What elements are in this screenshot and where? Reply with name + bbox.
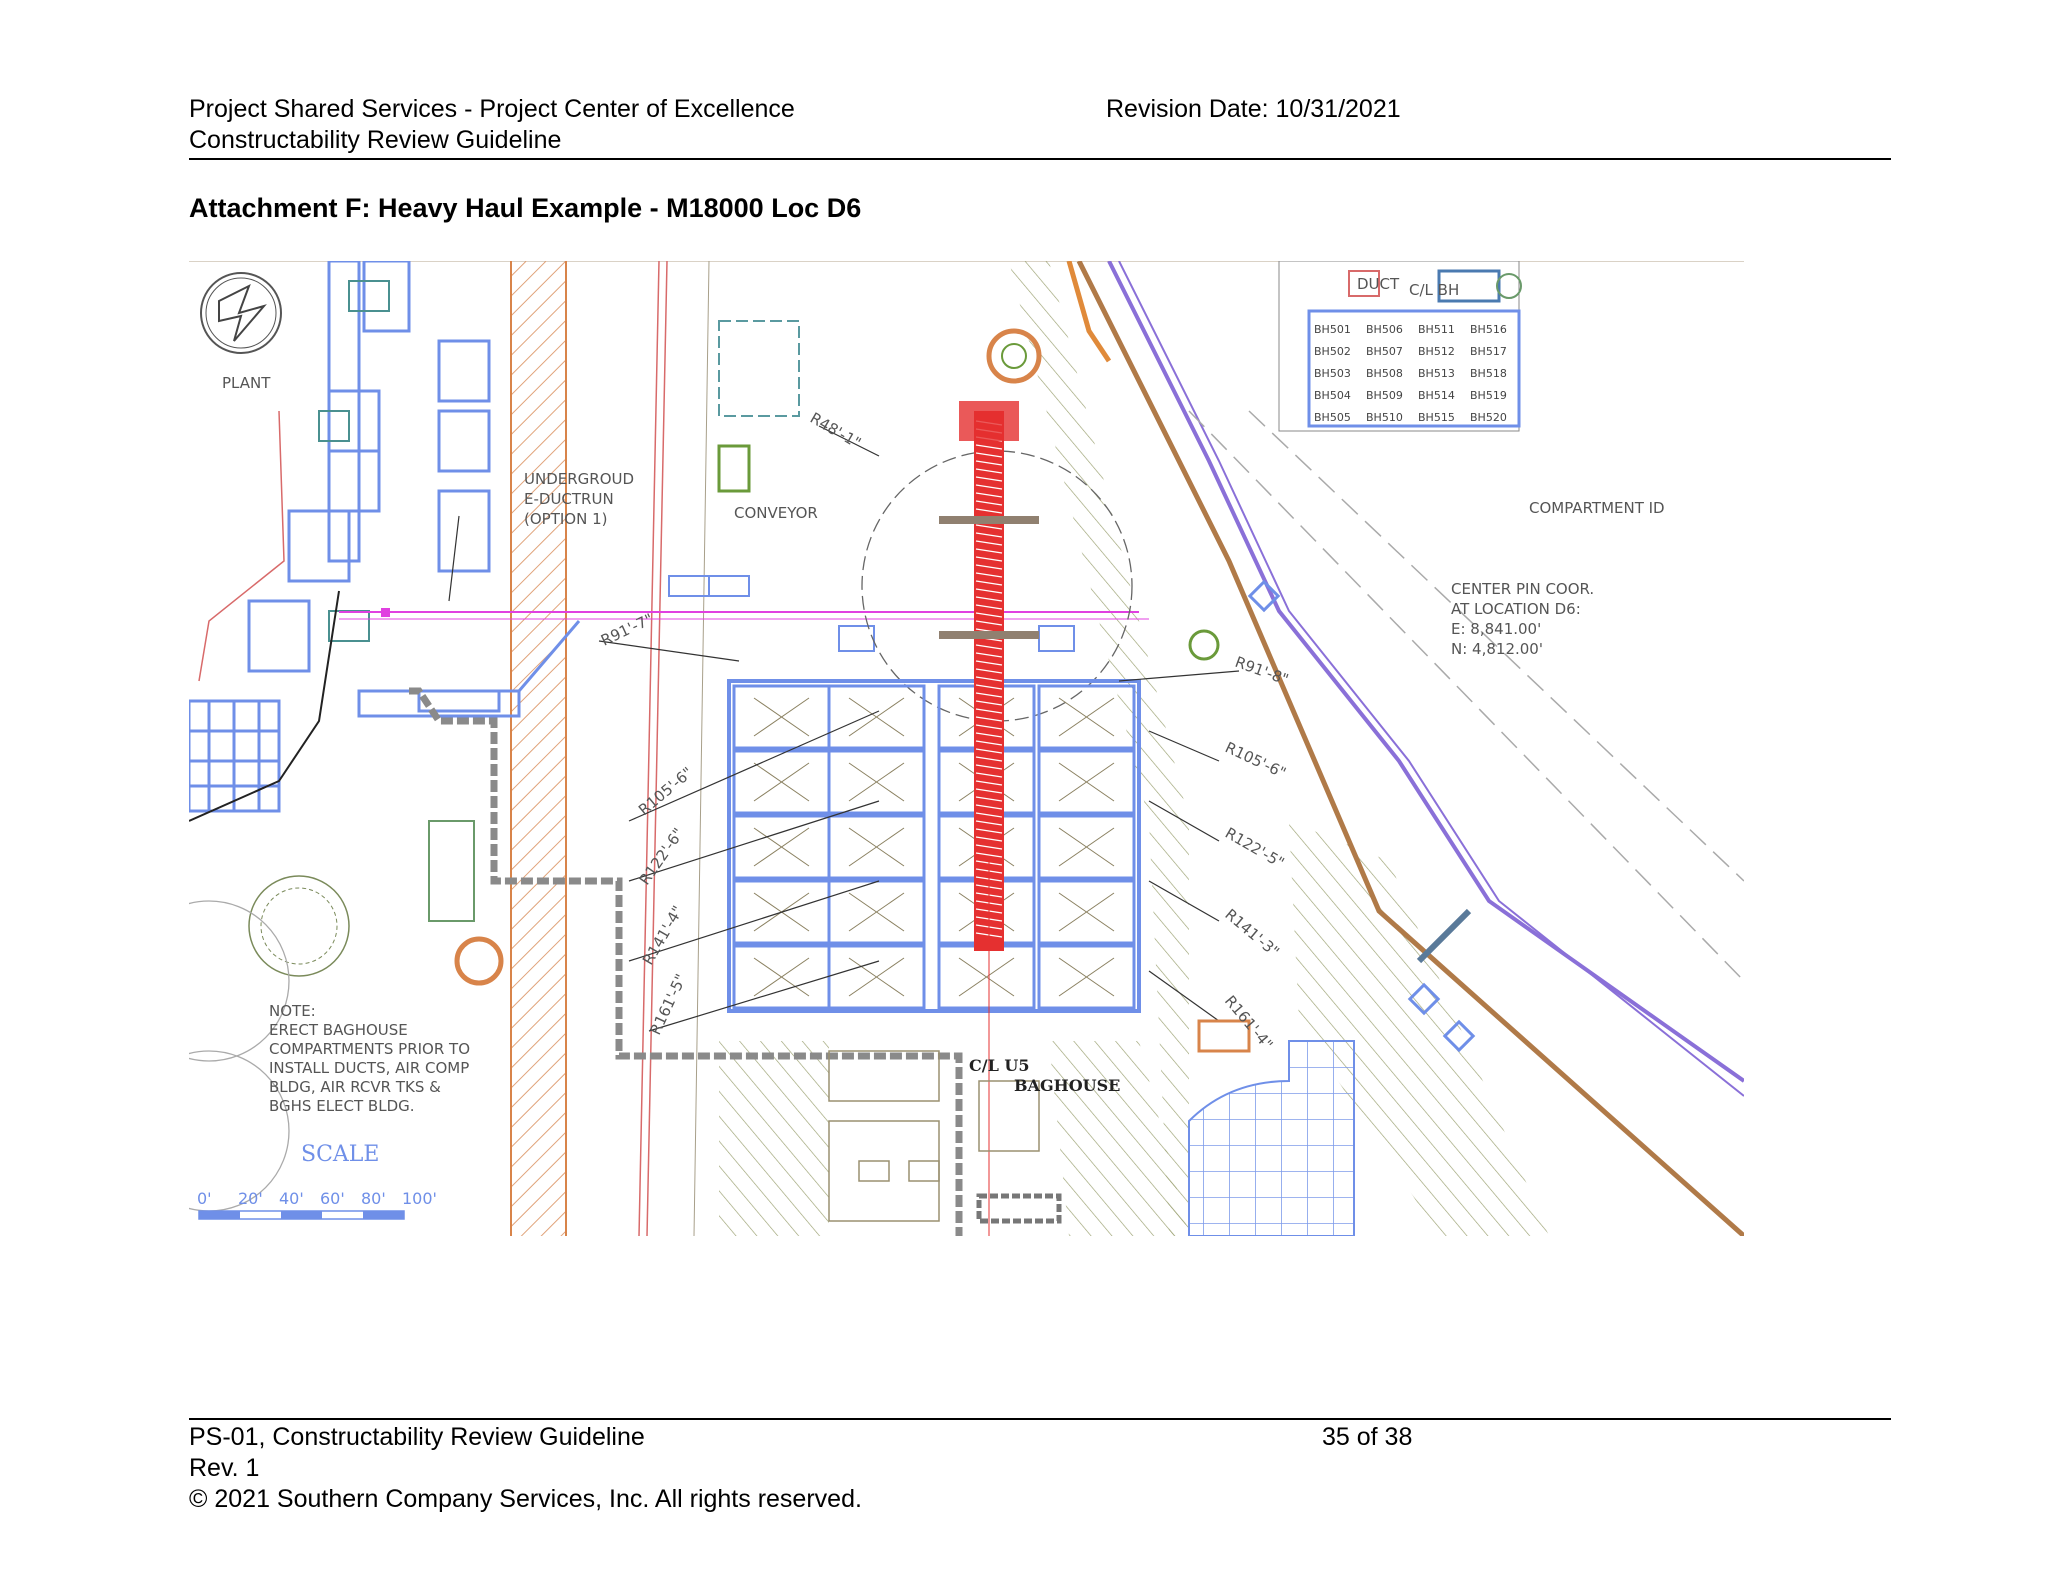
legend-cl-bh: C/L BH: [1409, 281, 1459, 299]
compartment-label: BH507: [1366, 345, 1403, 358]
plant-structures: [189, 261, 581, 813]
note-2: ERECT BAGHOUSE: [269, 1021, 408, 1039]
center-pin-3: E: 8,841.00': [1451, 620, 1541, 638]
note-1: NOTE:: [269, 1002, 316, 1020]
baghouse-cell: [827, 814, 926, 880]
compartment-label: BH503: [1314, 367, 1351, 380]
baghouse-cell: [1037, 944, 1136, 1010]
compartment-label: BH502: [1314, 345, 1351, 358]
compartment-id-table: [1278, 261, 1522, 432]
embankment-hatch: [1009, 261, 1189, 1236]
compartment-label: BH518: [1470, 367, 1507, 380]
legend-duct: DUCT: [1357, 275, 1400, 293]
center-pin-1: CENTER PIN COOR.: [1451, 580, 1594, 598]
header-subtitle: Constructability Review Guideline: [189, 126, 562, 154]
baghouse-cell: [1037, 879, 1136, 945]
scale-tick-label: 60': [320, 1189, 345, 1208]
radius-label: R122'-5": [1222, 824, 1287, 872]
duct-note-3: (OPTION 1): [524, 510, 607, 528]
baghouse-cell: [1037, 684, 1136, 750]
baghouse-cell: [1037, 814, 1136, 880]
compartment-label: BH514: [1418, 389, 1455, 402]
compartment-label: BH520: [1470, 411, 1507, 424]
compartment-label: BH501: [1314, 323, 1351, 336]
baghouse-compartment-grid: [727, 679, 1141, 1013]
compartment-label: BH512: [1418, 345, 1455, 358]
baghouse-label: BAGHOUSE: [1014, 1076, 1120, 1095]
radius-label: R48'-1": [807, 409, 864, 452]
compartment-label: BH505: [1314, 411, 1351, 424]
radius-label: R141'-3": [1221, 905, 1282, 961]
center-pin-4: N: 4,812.00': [1451, 640, 1543, 658]
revision-date: Revision Date: 10/31/2021: [1106, 95, 1401, 123]
radius-label: R105'-6": [1222, 738, 1289, 782]
compartment-label: BH506: [1366, 323, 1403, 336]
baghouse-cell: [827, 684, 926, 750]
baghouse-cell: [827, 879, 926, 945]
compartment-label: BH509: [1366, 389, 1403, 402]
note-3: COMPARTMENTS PRIOR TO: [269, 1040, 470, 1058]
baghouse-cell: [1037, 749, 1136, 815]
note-4: INSTALL DUCTS, AIR COMP: [269, 1059, 469, 1077]
duct-note-1: UNDERGROUD: [524, 470, 634, 488]
compartment-label: BH504: [1314, 389, 1351, 402]
footer-rule: [189, 1418, 1891, 1420]
center-pin-2: AT LOCATION D6:: [1451, 600, 1581, 618]
road-strip: [511, 261, 566, 1236]
radius-label: R122'-6": [636, 825, 688, 889]
compartment-id-label: COMPARTMENT ID: [1529, 499, 1665, 517]
baghouse-cl: C/L U5: [969, 1056, 1029, 1075]
compartment-label: BH508: [1366, 367, 1403, 380]
scale-tick-label: 0': [197, 1189, 212, 1208]
north-label: PLANT: [222, 374, 271, 392]
radius-label: R91'-8": [1233, 653, 1291, 689]
note-5: BLDG, AIR RCVR TKS &: [269, 1078, 441, 1096]
north-arrow-icon: [200, 272, 282, 354]
attachment-title: Attachment F: Heavy Haul Example - M1800…: [189, 193, 862, 223]
scale-title: SCALE: [301, 1142, 379, 1167]
scale-bar: [198, 1210, 405, 1220]
note-6: BGHS ELECT BLDG.: [269, 1097, 415, 1115]
conveyor-label: CONVEYOR: [734, 504, 818, 522]
duct-run: [409, 687, 963, 1236]
scale-tick-label: 100': [402, 1189, 437, 1208]
compartment-label: BH510: [1366, 411, 1403, 424]
footer-copyright: © 2021 Southern Company Services, Inc. A…: [189, 1485, 862, 1513]
baghouse-cell: [827, 749, 926, 815]
compartment-label: BH519: [1470, 389, 1507, 402]
radius-label: R105'-6": [635, 763, 696, 819]
radius-label: R91'-7": [598, 610, 656, 650]
compartment-label: BH513: [1418, 367, 1455, 380]
header-title: Project Shared Services - Project Center…: [189, 95, 795, 123]
compartment-label: BH517: [1470, 345, 1507, 358]
scale-tick-label: 40': [279, 1189, 304, 1208]
baghouse-cell: [827, 944, 926, 1010]
compartment-label: BH516: [1470, 323, 1507, 336]
duct-note-2: E-DUCTRUN: [524, 490, 614, 508]
footer-doc: PS-01, Constructability Review Guideline: [189, 1423, 645, 1451]
header-rule: [189, 158, 1891, 160]
compartment-label: BH511: [1418, 323, 1455, 336]
scale-tick-label: 20': [238, 1189, 263, 1208]
compartment-label: BH515: [1418, 411, 1455, 424]
scale-tick-label: 80': [361, 1189, 386, 1208]
page-number: 35 of 38: [1322, 1423, 1413, 1451]
footer-rev: Rev. 1: [189, 1454, 260, 1482]
